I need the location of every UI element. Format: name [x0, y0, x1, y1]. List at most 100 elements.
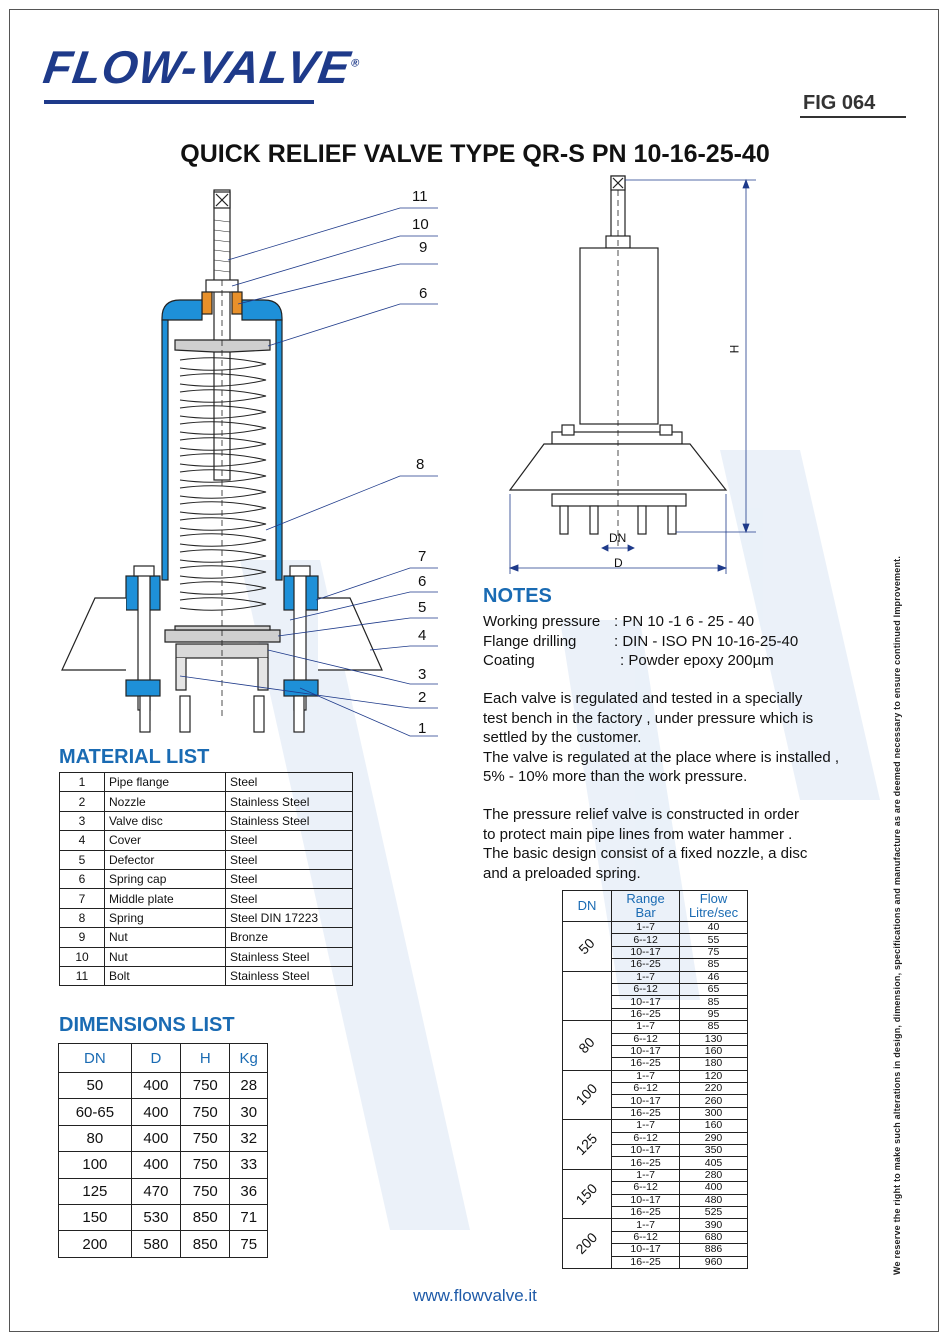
- flow-value-cell: 480: [679, 1193, 748, 1208]
- dimensions-list-heading: DIMENSIONS LIST: [59, 1014, 235, 1036]
- dimensions-cell: 470: [130, 1177, 182, 1205]
- material-number: 2: [59, 791, 105, 812]
- material-spec: Steel: [225, 868, 353, 890]
- material-part: Pipe flange: [104, 771, 226, 793]
- notes-paragraph-1: Each valve is regulated and tested in a …: [483, 690, 840, 785]
- section-drawing: [61, 189, 438, 737]
- spec-value: : PN 10 -1 6 - 25 - 40: [614, 613, 755, 630]
- flow-range-cell: 16--25: [611, 958, 681, 972]
- flow-dn-cell: [561, 970, 613, 1022]
- flow-value-cell: 525: [679, 1205, 748, 1220]
- flow-range-cell: 10--17: [611, 1193, 681, 1208]
- material-part: Bolt: [104, 965, 226, 987]
- notes-spec-values: : PN 10 -1 6 - 25 - 40 : DIN - ISO PN 10-…: [614, 612, 798, 671]
- flow-range-cell: 10--17: [611, 1243, 681, 1257]
- dimensions-cell: 750: [180, 1151, 231, 1179]
- dimensions-cell: 400: [130, 1151, 182, 1179]
- material-spec: Stainless Steel: [225, 791, 353, 812]
- flow-value-cell: 85: [679, 1020, 748, 1034]
- dimensions-cell: 580: [130, 1230, 182, 1258]
- dimensions-cell: 400: [130, 1071, 182, 1100]
- dimensions-cell: 50: [58, 1071, 132, 1100]
- flow-dn-value: 80: [575, 1033, 598, 1057]
- flow-value-cell: 120: [679, 1069, 748, 1084]
- flow-dn-cell: 150: [561, 1168, 613, 1220]
- dimensions-cell: 28: [229, 1071, 268, 1100]
- flow-value-cell: 180: [679, 1057, 748, 1071]
- spec-label: Flange drilling: [483, 632, 577, 650]
- flow-value-cell: 65: [679, 982, 748, 997]
- flow-value-cell: 55: [679, 933, 748, 947]
- flow-value-cell: 220: [679, 1082, 748, 1096]
- material-number: 4: [59, 830, 105, 851]
- callout-3: 3: [418, 666, 427, 683]
- flow-header-dn: DN: [561, 890, 613, 922]
- flow-range-cell: 10--17: [611, 945, 681, 960]
- callout-11: 11: [412, 188, 428, 205]
- flow-value-cell: 680: [679, 1230, 748, 1245]
- dimensions-cell: 80: [58, 1124, 132, 1153]
- callout-6-top: 6: [419, 285, 428, 302]
- material-part: Spring cap: [104, 868, 226, 890]
- material-number: 8: [59, 907, 105, 929]
- dimensions-cell: 850: [180, 1230, 231, 1258]
- material-part: Nozzle: [104, 791, 226, 812]
- dimensions-cell: 750: [180, 1071, 231, 1100]
- dimensions-header: D: [130, 1043, 182, 1073]
- flow-value-cell: 390: [679, 1218, 748, 1232]
- dimensions-cell: 33: [229, 1151, 268, 1179]
- material-part: Valve disc: [104, 810, 226, 832]
- material-number: 9: [59, 927, 105, 948]
- callout-9: 9: [419, 239, 428, 256]
- material-number: 1: [59, 771, 105, 793]
- callout-1: 1: [418, 720, 427, 737]
- flow-value-cell: 886: [679, 1243, 748, 1257]
- dimensions-header: DN: [58, 1043, 132, 1073]
- website-link[interactable]: www.flowvalve.it: [413, 1286, 537, 1305]
- dimensions-cell: 71: [229, 1203, 268, 1232]
- material-number: 7: [59, 888, 105, 909]
- material-list-heading: MATERIAL LIST: [59, 746, 210, 768]
- page-title: QUICK RELIEF VALVE TYPE QR-S PN 10-16-25…: [180, 140, 770, 168]
- callout-8: 8: [416, 456, 425, 473]
- material-part: Nut: [104, 927, 226, 948]
- dimensions-cell: 750: [180, 1177, 231, 1205]
- height-label: H: [727, 344, 742, 354]
- callout-10: 10: [412, 216, 429, 233]
- outline-drawing: [508, 175, 756, 574]
- flow-dn-value: 100: [572, 1080, 601, 1109]
- flow-range-cell: 6--12: [611, 1082, 681, 1096]
- flow-range-cell: 6--12: [611, 1032, 681, 1046]
- material-number: 3: [59, 810, 105, 832]
- dimensions-cell: 750: [180, 1124, 231, 1153]
- material-spec: Bronze: [225, 927, 353, 948]
- spec-value: : DIN - ISO PN 10-16-25-40: [614, 632, 799, 650]
- callout-7: 7: [418, 548, 427, 565]
- logo-underline: [44, 100, 314, 104]
- flow-dn-value: 125: [572, 1130, 601, 1159]
- flow-value-cell: 400: [679, 1181, 748, 1195]
- spec-label: Working pressure: [483, 613, 601, 630]
- dimensions-cell: 200: [58, 1230, 132, 1258]
- dimensions-cell: 32: [229, 1124, 268, 1153]
- flow-value-cell: 350: [679, 1144, 748, 1158]
